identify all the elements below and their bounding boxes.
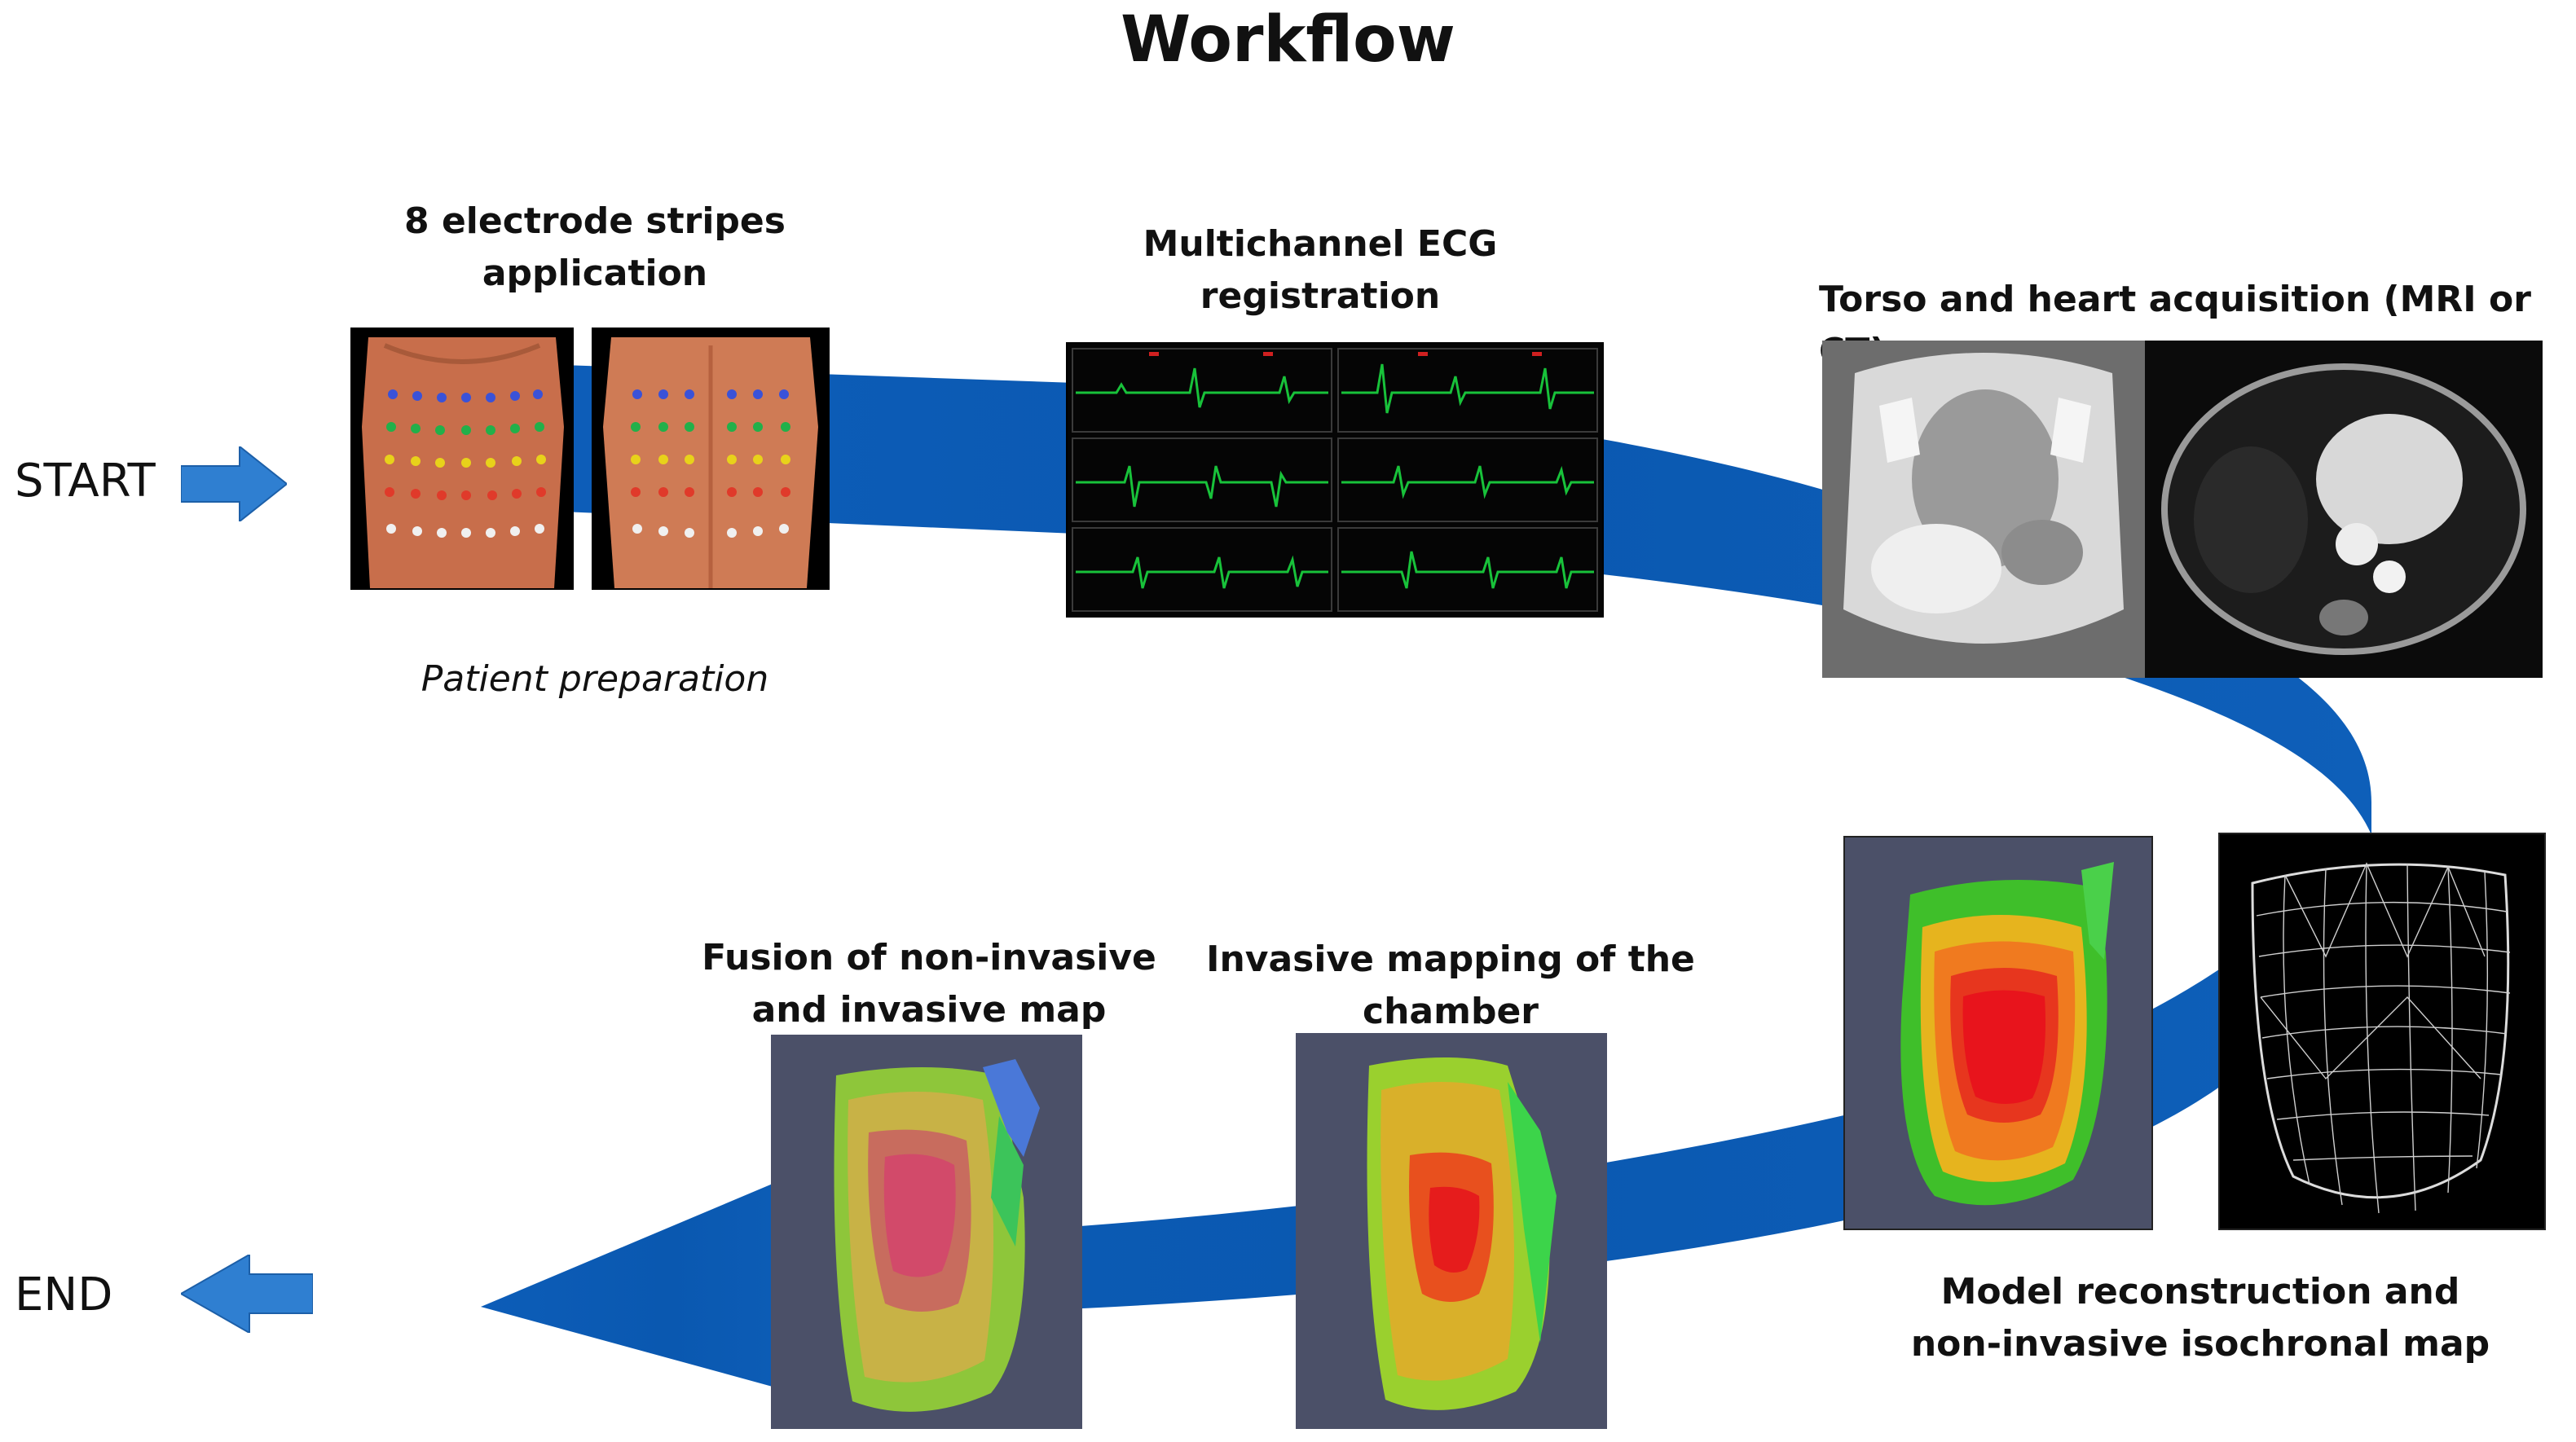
step-electrode-label: 8 electrode stripes application (350, 196, 839, 300)
step-invasive-label-line2: chamber (1363, 991, 1539, 1032)
step-acquisition-label: Torso and heart acquisition (MRI or CT) (1819, 279, 2531, 372)
step-fusion-label: Fusion of non-invasive and invasive map (676, 932, 1182, 1036)
step-ecg-label: Multichannel ECG registration (1068, 218, 1573, 323)
step-electrode-label-line1: 8 electrode stripes (404, 200, 786, 242)
step-fusion-label-line2: and invasive map (751, 989, 1107, 1031)
step-ecg-label-line1: Multichannel ECG (1143, 223, 1498, 265)
fusion-map-image (771, 1035, 1082, 1429)
step-model-label-line2: non-invasive isochronal map (1910, 1323, 2490, 1365)
electrode-dots (385, 389, 546, 538)
page-title: Workflow (1121, 3, 1455, 77)
patient-preparation-caption: Patient preparation (421, 658, 769, 700)
mri-coronal-image (1822, 341, 2145, 678)
isochronal-map-image (1843, 836, 2153, 1230)
ecg-monitor-image (1066, 342, 1604, 618)
step-electrode-label-line2: application (482, 253, 708, 294)
step-model-label: Model reconstruction and non-invasive is… (1899, 1266, 2502, 1370)
mesh-model-image (2218, 833, 2546, 1230)
step-invasive-label: Invasive mapping of the chamber (1190, 934, 1711, 1038)
step-fusion-label-line1: Fusion of non-invasive (702, 937, 1156, 978)
torso-back-image (592, 328, 830, 590)
start-label: START (15, 455, 156, 508)
left-arrow-icon (181, 1255, 313, 1333)
step-model-label-line1: Model reconstruction and (1940, 1271, 2460, 1312)
band-arrowhead (481, 1149, 856, 1409)
right-arrow-icon (181, 446, 287, 521)
step-invasive-label-line1: Invasive mapping of the (1206, 939, 1695, 980)
step-ecg-label-line2: registration (1200, 275, 1441, 317)
invasive-map-image (1296, 1033, 1607, 1429)
end-label: END (15, 1268, 113, 1321)
ct-axial-image (2145, 341, 2543, 678)
band-upper (562, 365, 2371, 835)
torso-front-image (350, 328, 574, 590)
